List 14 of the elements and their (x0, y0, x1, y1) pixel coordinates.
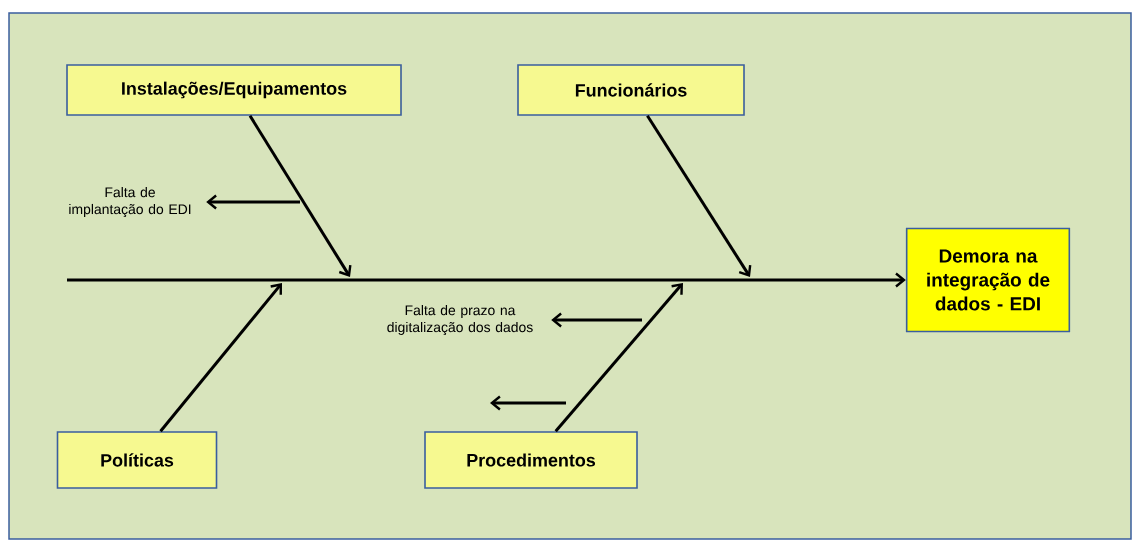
arrow (646, 115, 752, 277)
category-box: Funcionários (517, 64, 745, 116)
arrow (554, 283, 683, 433)
arrow (551, 312, 642, 328)
arrow (248, 115, 352, 277)
arrow (67, 272, 906, 288)
category-box: Instalações/Equipamentos (66, 64, 402, 116)
category-box: Políticas (56, 431, 218, 489)
category-box: Procedimentos (424, 431, 638, 489)
effect-box: Demora na integração de dados - EDI (905, 227, 1071, 333)
cause-label: Falta de prazo na digitalização dos dados (387, 305, 533, 335)
cause-label: Falta de implantação do EDI (69, 187, 191, 217)
arrow (159, 283, 282, 433)
arrow (206, 194, 300, 210)
